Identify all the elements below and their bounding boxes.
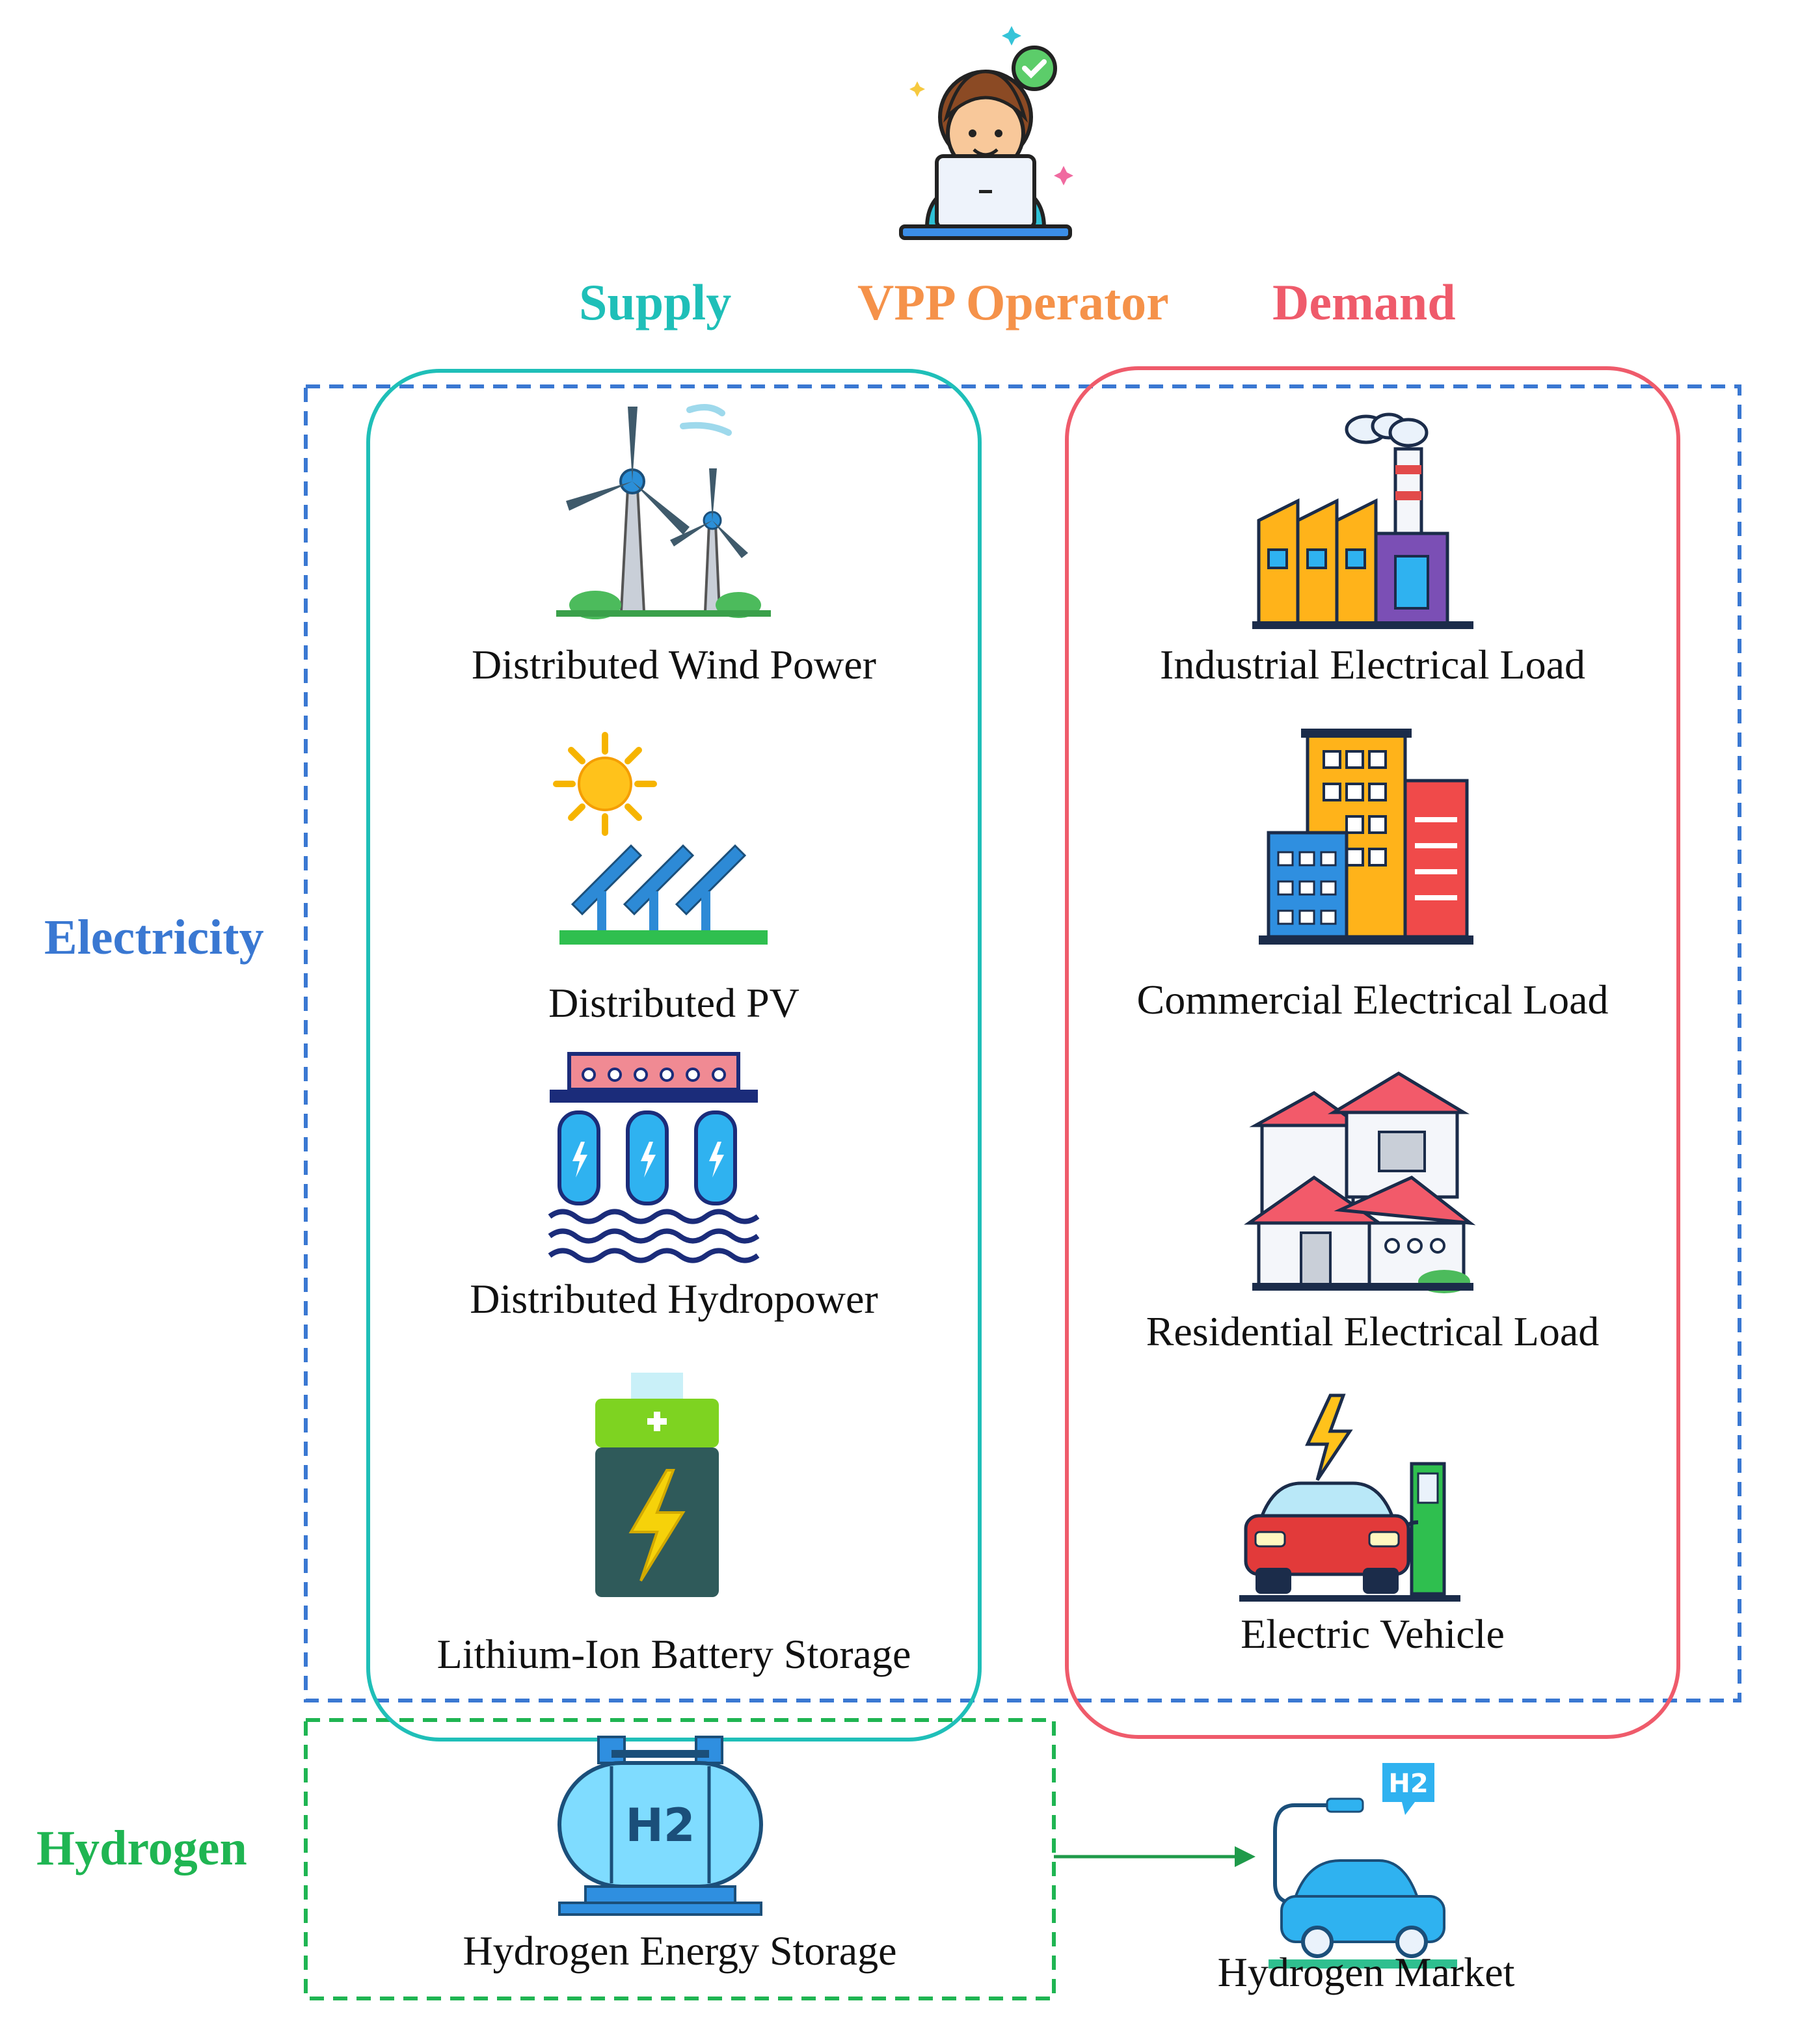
supply-group-frame [366, 369, 982, 1741]
supply-heading: Supply [579, 274, 732, 330]
supply-item-label: Distributed Hydropower [470, 1276, 878, 1322]
hydropower-dam-icon [548, 1052, 760, 1263]
demand-heading: Demand [1272, 274, 1456, 330]
hydrogen-label: Hydrogen [36, 1821, 247, 1876]
house-icon [1244, 1071, 1476, 1293]
demand-item-label: Industrial Electrical Load [1160, 641, 1585, 688]
ev-charging-icon [1239, 1393, 1460, 1602]
supply-item-label: Distributed PV [548, 980, 799, 1026]
hydrogen-storage-label: Hydrogen Energy Storage [463, 1928, 897, 1974]
hydrogen-market-label: Hydrogen Market [1217, 1949, 1515, 1995]
demand-item-label: Commercial Electrical Load [1136, 976, 1609, 1023]
demand-item-label: Electric Vehicle [1241, 1611, 1505, 1657]
hydrogen-car-icon: H2 [1269, 1763, 1457, 1969]
tank-h2-text: H2 [625, 1799, 695, 1852]
demand-group-frame [1065, 366, 1680, 1739]
hydrogen-tank-icon: H2 [557, 1736, 763, 1916]
solar-panel-icon [553, 732, 768, 945]
demand-item-label: Residential Electrical Load [1146, 1308, 1600, 1354]
electricity-label: Electricity [44, 910, 264, 965]
bubble-h2-text: H2 [1388, 1769, 1428, 1799]
battery-icon [595, 1373, 719, 1597]
hydrogen-flow-arrowhead [1235, 1846, 1256, 1867]
supply-item-label: Lithium-Ion Battery Storage [437, 1631, 911, 1677]
electricity-region-frame [304, 384, 1741, 1702]
supply-item-label: Distributed Wind Power [472, 641, 876, 688]
vpp-operator-icon [899, 26, 1073, 240]
factory-icon [1252, 412, 1473, 629]
vpp-operator-heading: VPP Operator [857, 274, 1169, 330]
wind-turbine-icon [556, 404, 771, 619]
office-buildings-icon [1259, 729, 1473, 945]
